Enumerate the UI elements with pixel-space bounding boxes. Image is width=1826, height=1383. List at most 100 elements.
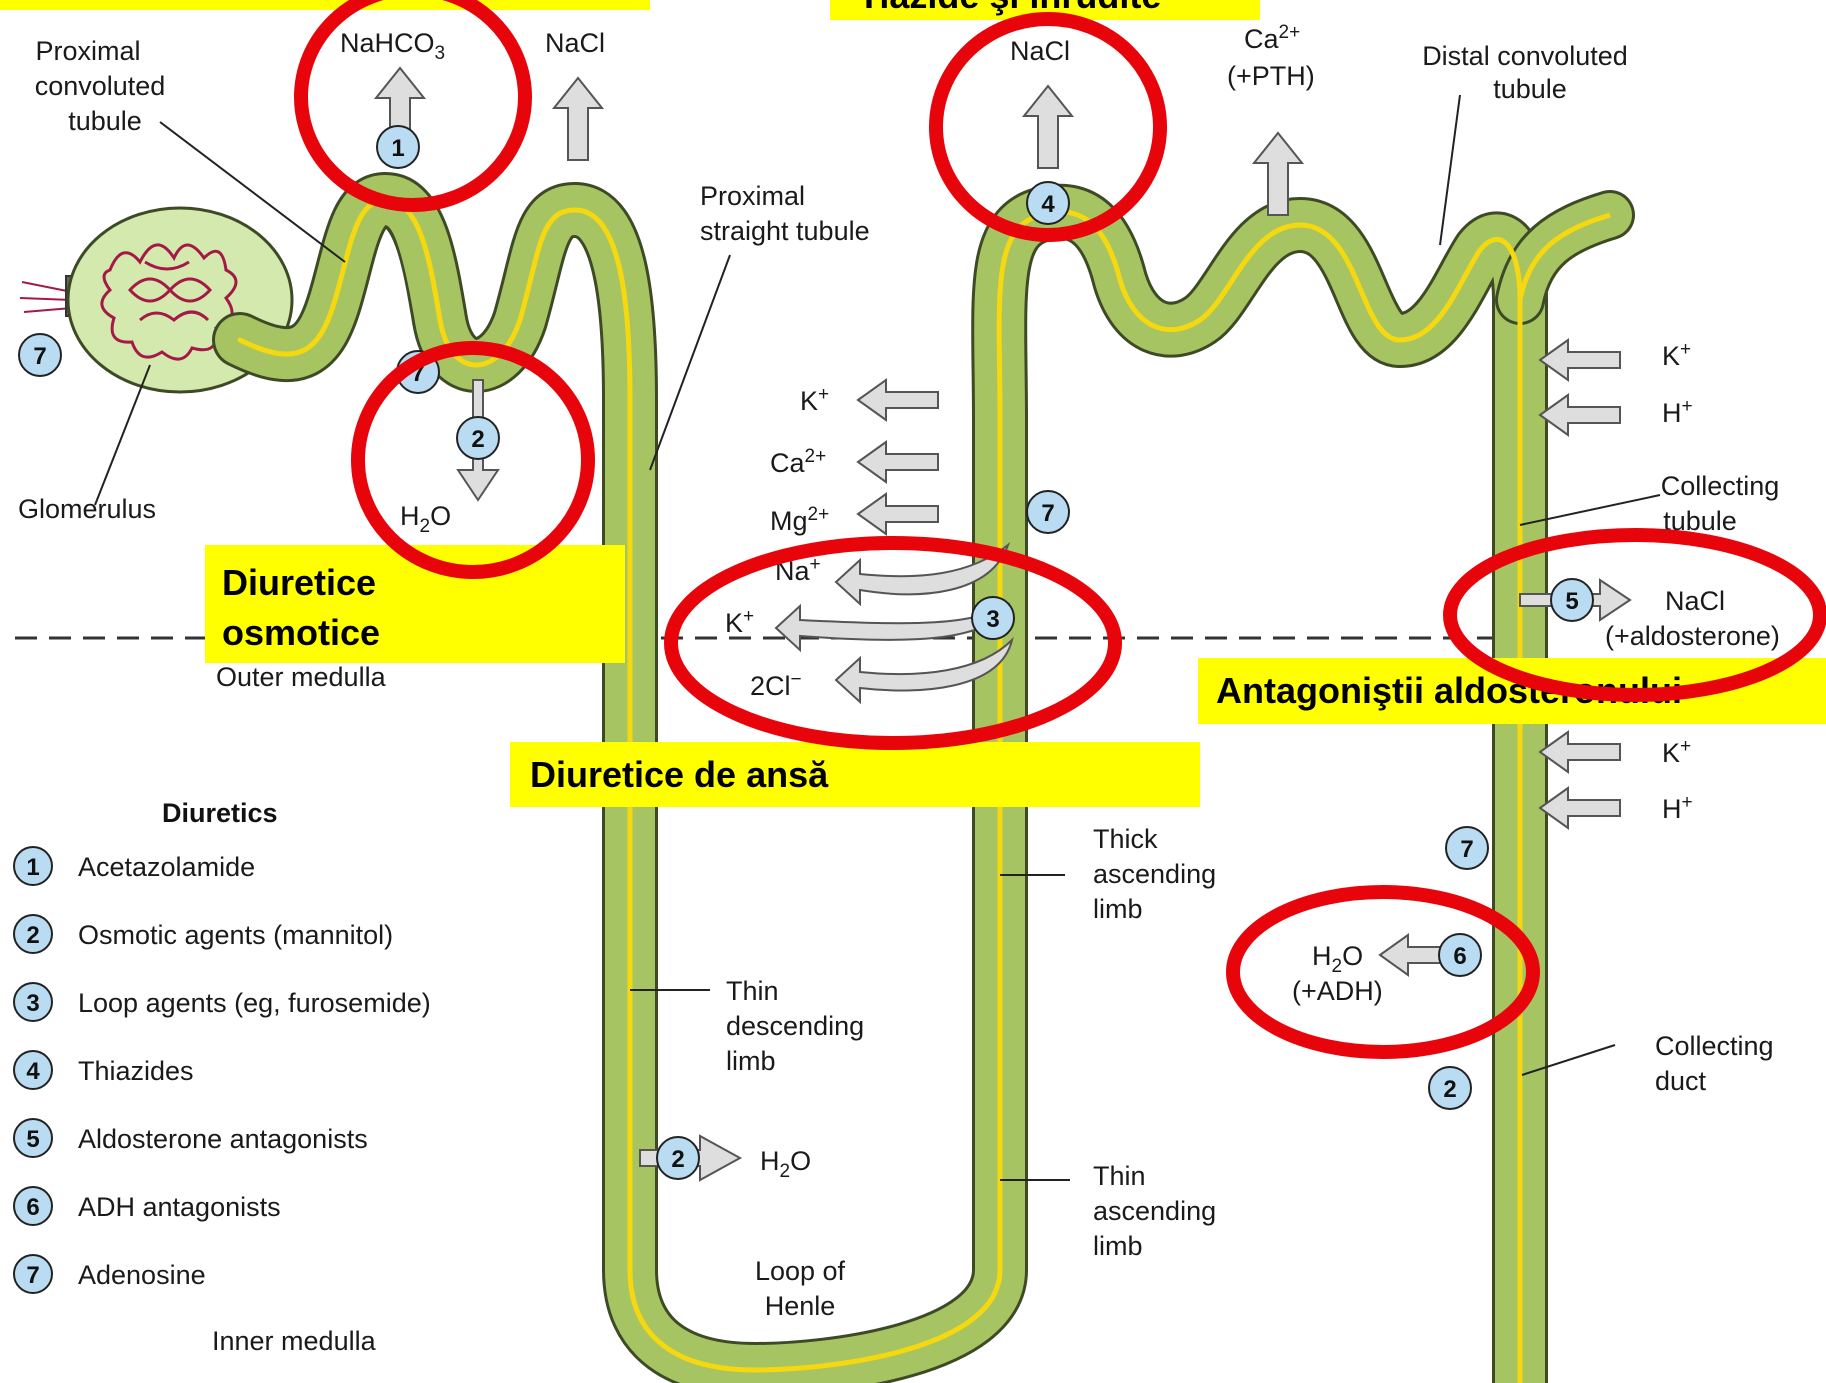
svg-text:Loop agents (eg, furosemide): Loop agents (eg, furosemide): [78, 988, 431, 1018]
svg-text:descending: descending: [726, 1011, 864, 1041]
svg-text:ascending: ascending: [1093, 859, 1216, 889]
legend-item: 3 Loop agents (eg, furosemide): [14, 983, 431, 1021]
caption-box-top-left: [0, 0, 650, 10]
label-thin-ascending: Thin ascending limb: [1093, 1161, 1216, 1261]
ion-k-ct-lower: K+: [1662, 736, 1691, 768]
svg-text:Proximal: Proximal: [700, 181, 805, 211]
ion-h2o-proximal: H2O: [400, 501, 451, 537]
svg-text:ascending: ascending: [1093, 1196, 1216, 1226]
svg-text:limb: limb: [1093, 1231, 1143, 1261]
svg-text:3: 3: [26, 990, 39, 1017]
k-ct-lower-arrow: [1540, 732, 1620, 772]
svg-text:7: 7: [33, 343, 46, 370]
ion-ca-loop: Ca2+: [770, 446, 826, 478]
svg-text:7: 7: [26, 1262, 39, 1289]
ion-pth: (+PTH): [1227, 61, 1315, 91]
svg-text:1: 1: [391, 135, 404, 162]
svg-text:5: 5: [26, 1126, 39, 1153]
svg-text:Thin: Thin: [1093, 1161, 1146, 1191]
svg-text:limb: limb: [726, 1046, 776, 1076]
site-badge-7-glomerulus: 7: [19, 334, 61, 376]
site-badge-4: 4: [1027, 182, 1069, 224]
site-badge-2-duct: 2: [1429, 1067, 1471, 1109]
ion-nacl-ct: NaCl: [1665, 586, 1725, 616]
label-proximal-convoluted: Proximal convoluted tubule: [35, 36, 166, 136]
svg-text:Loop of: Loop of: [755, 1256, 846, 1286]
legend-item: 2 Osmotic agents (mannitol): [14, 915, 393, 953]
site-badge-5: 5: [1551, 579, 1593, 621]
nacl-distal-arrow: [1024, 86, 1072, 168]
svg-text:Aldosterone antagonists: Aldosterone antagonists: [78, 1124, 368, 1154]
svg-text:straight tubule: straight tubule: [700, 216, 870, 246]
nacl-proximal-arrow: [554, 78, 602, 160]
ion-k-loop: K+: [800, 384, 829, 416]
label-collecting-tubule: Collecting tubule: [1661, 471, 1780, 536]
legend-title: Diuretics: [162, 798, 278, 828]
svg-text:6: 6: [1453, 943, 1466, 970]
label-proximal-straight: Proximal straight tubule: [700, 181, 870, 246]
svg-text:3: 3: [986, 606, 999, 633]
svg-text:6: 6: [26, 1194, 39, 1221]
ion-h-ct-lower: H+: [1662, 792, 1693, 824]
svg-text:convoluted: convoluted: [35, 71, 166, 101]
ion-nacl-proximal: NaCl: [545, 28, 605, 58]
legend-item: 1 Acetazolamide: [14, 847, 255, 885]
site-badge-2-proximal: 2: [457, 417, 499, 459]
svg-text:Osmotic agents (mannitol): Osmotic agents (mannitol): [78, 920, 393, 950]
ion-h2o-collecting: H2O: [1312, 941, 1363, 977]
svg-text:4: 4: [26, 1058, 40, 1085]
k-loop-arrow: [858, 380, 938, 420]
site-badge-2-descending: 2: [657, 1137, 699, 1179]
svg-text:osmotice: osmotice: [222, 612, 380, 653]
svg-text:limb: limb: [1093, 894, 1143, 924]
ion-ca-distal: Ca2+: [1244, 22, 1300, 54]
site-badge-7-loop: 7: [1027, 491, 1069, 533]
svg-text:Adenosine: Adenosine: [78, 1260, 206, 1290]
site-badge-1: 1: [377, 126, 419, 168]
svg-text:Distal convoluted: Distal convoluted: [1422, 41, 1628, 71]
legend-item: 6ADH antagonists: [14, 1187, 281, 1225]
ion-nacl-distal: NaCl: [1010, 36, 1070, 66]
site-badge-7-duct: 7: [1446, 827, 1488, 869]
site-badge-3: 3: [972, 597, 1014, 639]
svg-text:Collecting: Collecting: [1655, 1031, 1774, 1061]
svg-text:1: 1: [26, 854, 39, 881]
label-thin-descending: Thin descending limb: [726, 976, 864, 1076]
svg-text:2: 2: [671, 1146, 684, 1173]
h-ct-lower-arrow: [1540, 788, 1620, 828]
svg-text:7: 7: [1041, 500, 1054, 527]
svg-text:Diuretice de ansă: Diuretice de ansă: [530, 754, 829, 795]
mg-loop-arrow: [858, 494, 938, 534]
k-ct-upper-arrow: [1540, 340, 1620, 380]
svg-text:Thick: Thick: [1093, 824, 1158, 854]
svg-text:Proximal: Proximal: [35, 36, 140, 66]
legend-item: 7 Adenosine: [14, 1255, 206, 1293]
svg-text:7: 7: [1460, 836, 1473, 863]
diuretics-legend: Diuretics 1 Acetazolamide 2 Osmotic agents…: [14, 798, 431, 1293]
highlight-loop: [671, 543, 1115, 743]
caption-box-loop: Diuretice de ansă: [510, 742, 1200, 807]
ion-k2-loop: K+: [725, 606, 754, 638]
ion-mg-loop: Mg2+: [770, 504, 829, 536]
ion-h2o-descending: H2O: [760, 1146, 811, 1182]
label-collecting-duct: Collecting duct: [1655, 1031, 1774, 1096]
ion-aldosterone-note: (+aldosterone): [1605, 621, 1780, 651]
h-ct-upper-arrow: [1540, 395, 1620, 435]
svg-text:5: 5: [1565, 588, 1578, 615]
ion-nahco3: NaHCO3: [340, 28, 445, 64]
svg-text:Diuretice: Diuretice: [222, 562, 376, 603]
svg-text:2: 2: [26, 922, 39, 949]
label-distal-convoluted: Distal convoluted tubule: [1422, 41, 1628, 104]
ca-loop-arrow: [858, 442, 938, 482]
ion-cl-loop: 2Cl−: [750, 669, 802, 701]
site-badge-6: 6: [1439, 934, 1481, 976]
legend-item: 5 Aldosterone antagonists: [14, 1119, 368, 1157]
svg-text:2: 2: [471, 426, 484, 453]
svg-text:Acetazolamide: Acetazolamide: [78, 852, 255, 882]
svg-text:duct: duct: [1655, 1066, 1707, 1096]
label-outer-medulla: Outer medulla: [216, 662, 387, 692]
svg-text:2: 2: [1443, 1076, 1456, 1103]
label-glomerulus: Glomerulus: [18, 494, 156, 524]
